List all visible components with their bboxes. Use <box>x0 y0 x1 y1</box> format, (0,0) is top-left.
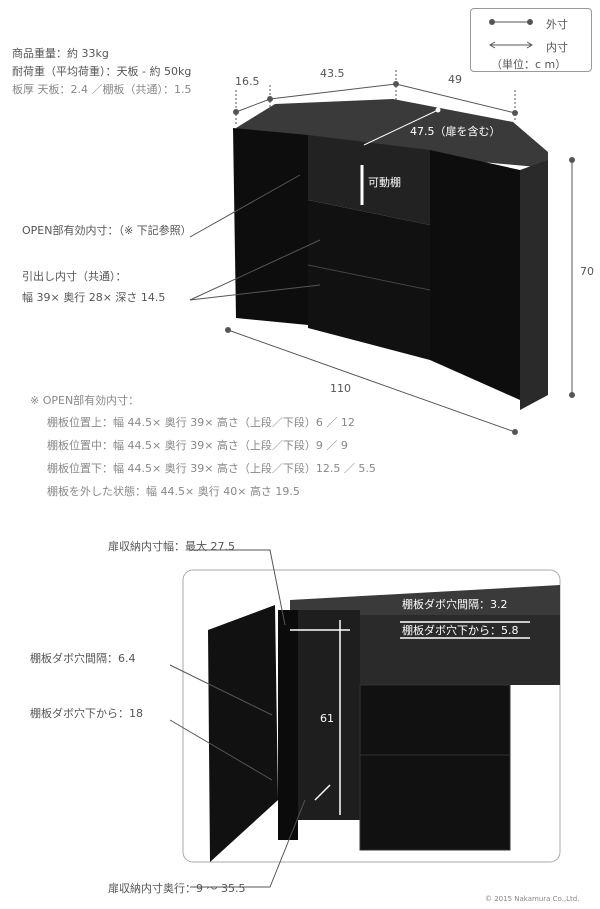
cabinet-left-door <box>233 128 308 325</box>
spec-load: 耐荷重（平均荷重）：天板 - 約 50kg <box>12 65 192 78</box>
spec-thickness: 板厚 天板：2.4 ／棚板（共通）：1.5 <box>12 83 192 96</box>
dim-depth: 47.5（扉を含む） <box>410 125 501 138</box>
dim-width: 110 <box>330 382 351 395</box>
drawer-callout-title: 引出し内寸（共通）： <box>22 270 127 283</box>
legend-unit: （単位：c m） <box>491 58 567 71</box>
door-depth-label: 扉収納内寸奥行：9 〜 35.5 <box>108 882 246 895</box>
dowel-interval-right: 棚板ダボ穴間隔：3.2 <box>402 598 508 611</box>
notes-row: 棚板を外した状態：幅 44.5× 奥行 40× 高さ 19.5 <box>47 485 300 498</box>
drawer-callout-dims: 幅 39× 奥行 28× 深さ 14.5 <box>22 291 166 304</box>
cabinet-right-door <box>430 150 520 400</box>
detail-drawer-upper <box>359 684 511 756</box>
notes-row: 棚板位置上：幅 44.5× 奥行 39× 高さ（上段／下段）6 ／ 12 <box>47 416 355 429</box>
inner-height: 61 <box>320 712 334 725</box>
detail-drawer-lower <box>359 754 511 851</box>
open-door <box>208 605 278 862</box>
notes-row: 棚板位置下：幅 44.5× 奥行 39× 高さ（上段／下段）12.5 ／ 5.5 <box>47 462 376 475</box>
spec-weight: 商品重量：約 33kg <box>12 47 109 60</box>
movable-shelf-label: 可動棚 <box>368 176 401 189</box>
dim-16-5: 16.5 <box>235 75 260 88</box>
cabinet-top <box>236 99 548 168</box>
legend-outer: 外寸 <box>546 18 568 31</box>
dim-height: 70 <box>580 265 594 278</box>
notes-title: ※ OPEN部有効内寸： <box>30 394 140 407</box>
notes-row: 棚板位置中：幅 44.5× 奥行 39× 高さ（上段／下段）9 ／ 9 <box>47 439 348 452</box>
cabinet-right-side <box>520 160 548 410</box>
dowel-bottom-right: 棚板ダボ穴下から：5.8 <box>402 624 519 637</box>
dowel-bottom-left: 棚板ダボ穴下から：18 <box>30 707 143 720</box>
legend-inner: 内寸 <box>546 41 568 54</box>
dim-43-5: 43.5 <box>320 67 345 80</box>
copyright: © 2015 Nakamura Co.,Ltd. <box>485 895 580 903</box>
door-width-label: 扉収納内寸幅：最大 27.5 <box>108 540 235 553</box>
open-inner-callout: OPEN部有効内寸：（※ 下記参照） <box>22 224 192 237</box>
cabinet-drawers <box>308 200 430 360</box>
dim-49: 49 <box>448 73 462 86</box>
dowel-interval-left: 棚板ダボ穴間隔：6.4 <box>30 652 136 665</box>
legend-box: 外寸 内寸 （単位：c m） <box>470 8 592 72</box>
cabinet-open-shelf <box>308 135 430 225</box>
